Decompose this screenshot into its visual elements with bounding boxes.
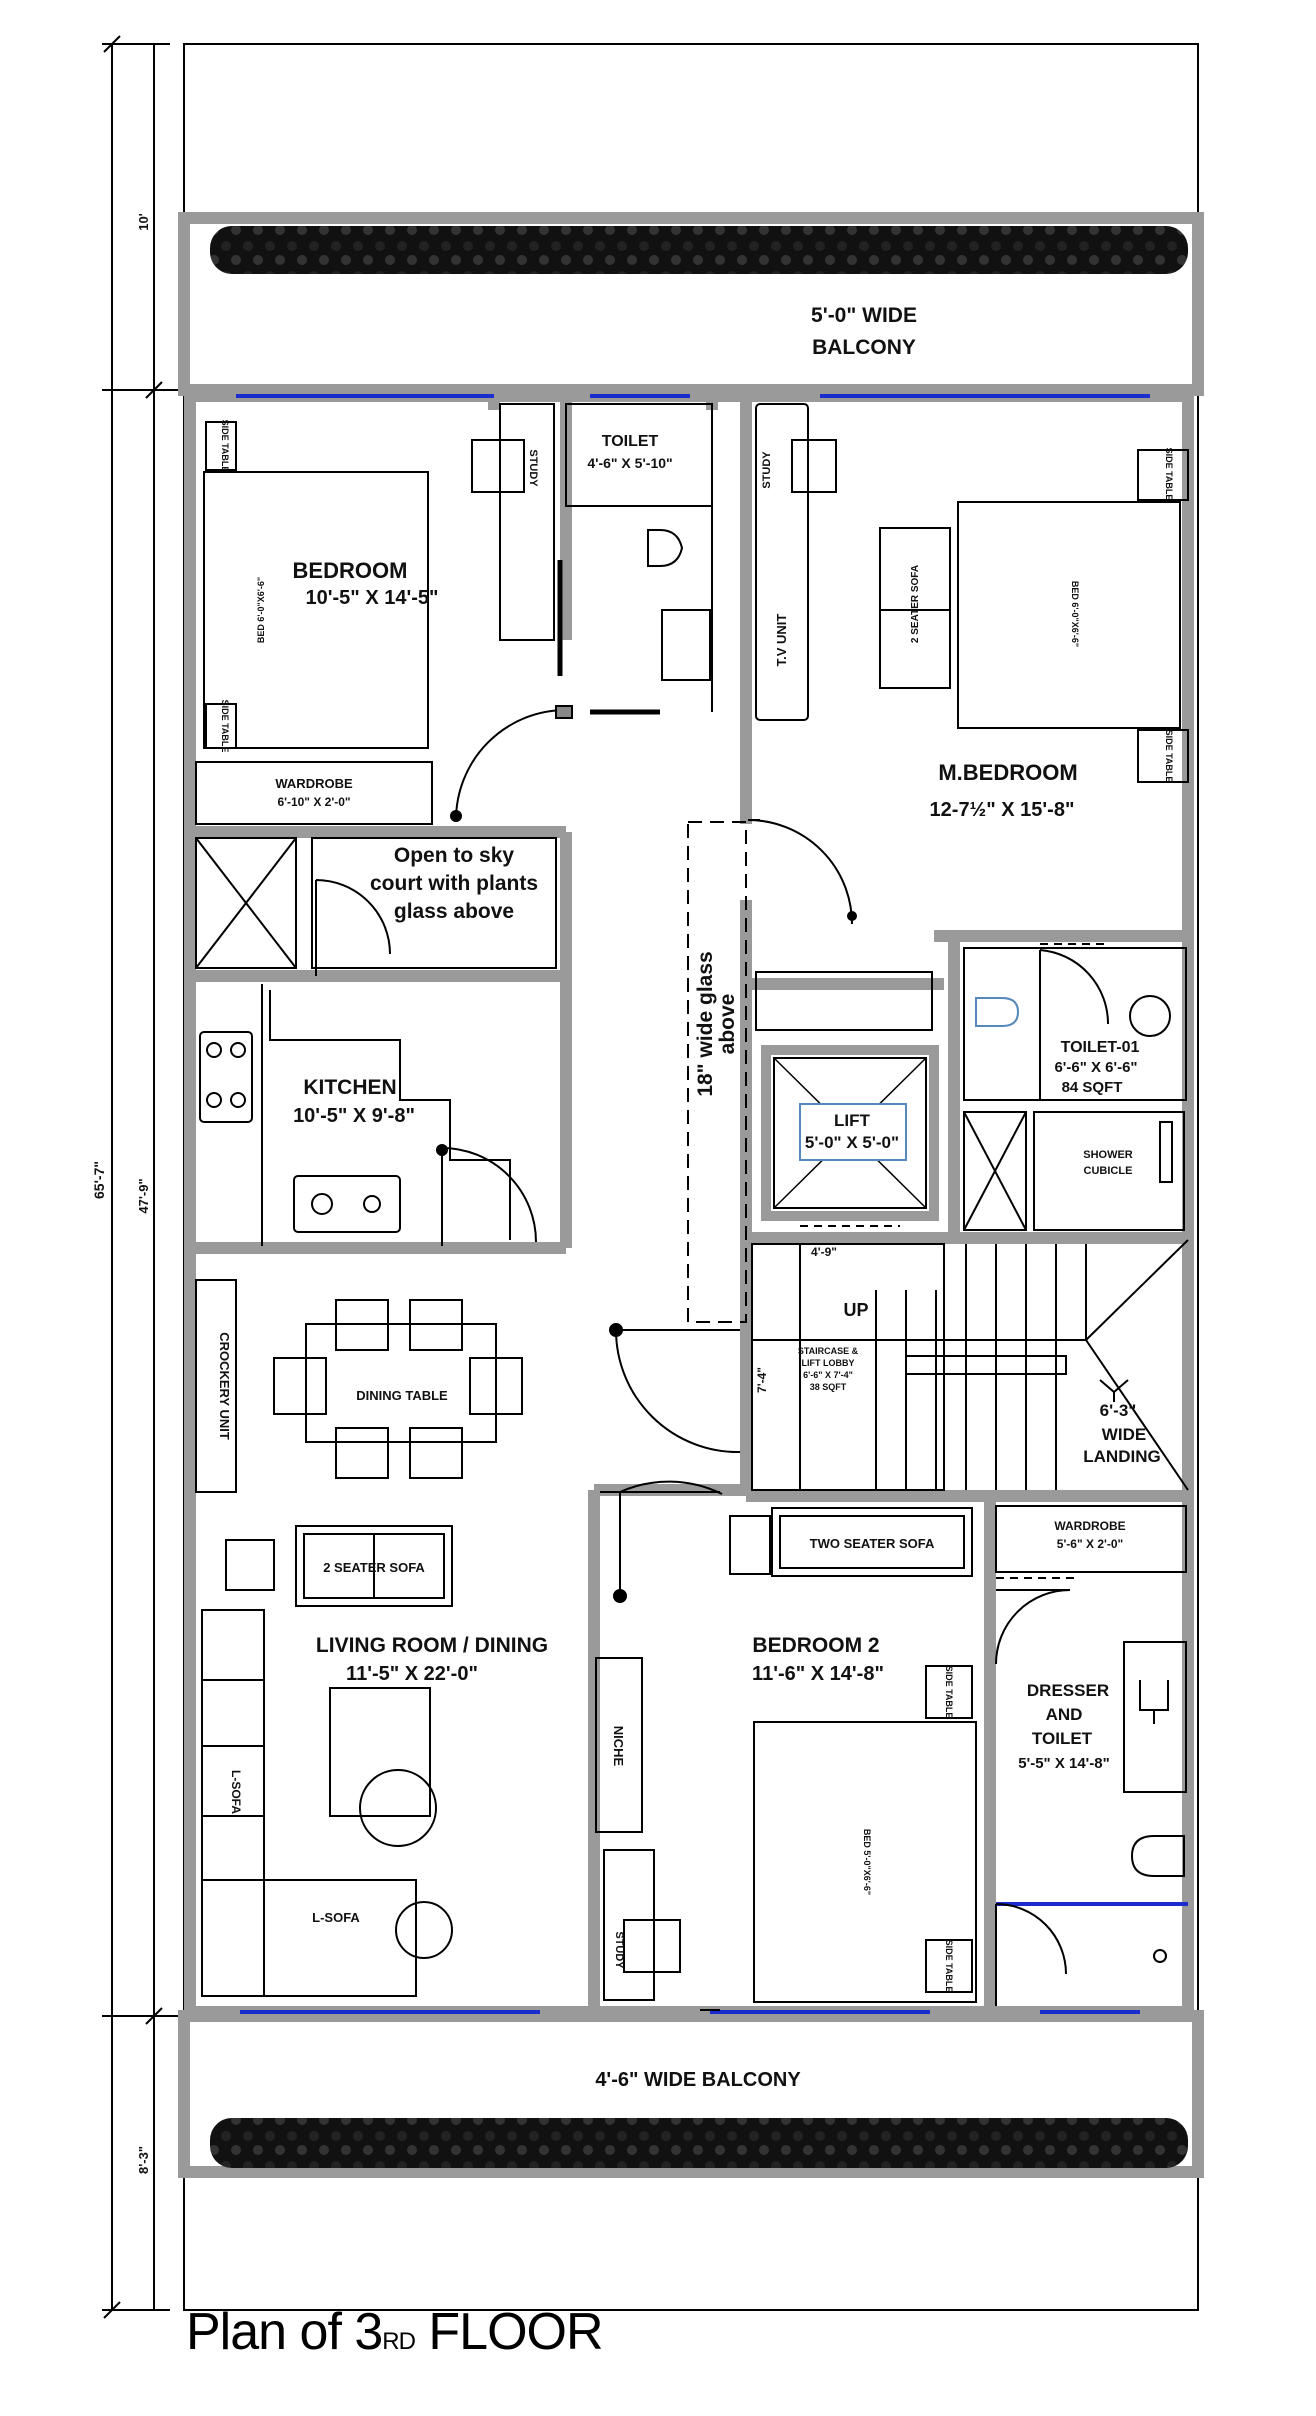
caption-prefix: Plan of 3 [186,2303,383,2361]
hedge-top [210,226,1188,274]
bed-size-2: BED 6'-0"X6'-6" [1070,581,1080,647]
stair-treads [799,1244,1087,1490]
mb-sofa-label: 2 SEATER SOFA [910,565,921,643]
dresser-2: AND [1046,1705,1083,1724]
kitchen-size: 10'-5" X 9'-8" [293,1105,415,1127]
front-dim: 10' [136,213,151,231]
caption-ordinal: RD [382,2328,416,2355]
mbed-size: 12-7½" X 15'-8" [930,799,1075,821]
overall-dim: 65'-7" [91,1161,107,1199]
toilet-size: 4'-6" X 5'-10" [587,455,672,471]
dimension-lines [102,35,190,2319]
rear-dim: 8'-3" [136,2146,151,2174]
bedroom-title: BEDROOM [293,558,408,583]
side-table-3: SIDE TABLE [1164,448,1174,501]
kitchen-title: KITCHEN [303,1076,396,1099]
crockery-label: CROCKERY UNIT [217,1332,232,1440]
stair-depth-dim: 7'-4" [755,1367,769,1393]
up-label: UP [843,1300,868,1320]
wardrobe-2-size: 5'-6" X 2'-0" [1057,1537,1123,1551]
dresser-4: 5'-5" X 14'-8" [1018,1755,1109,1772]
study-label-1: STUDY [527,449,539,487]
wardrobe-1-title: WARDROBE [275,776,353,791]
glass-strip-1: 18" wide glass [694,951,717,1096]
living-title: LIVING ROOM / DINING [316,1634,548,1657]
lift-size: 5'-0" X 5'-0" [805,1133,899,1152]
toilet-title: TOILET [602,433,659,450]
living-size: 11'-5" X 22'-0" [346,1663,478,1685]
stair-width-dim: 4'-9" [811,1245,837,1259]
room-labels: 65'-7" 10' 47'-9" 8'-3" 5'-0" WIDE BALCO… [91,213,1174,2174]
toilet01-title: TOILET-01 [1061,1039,1140,1056]
bed-size-3: BED 5'-0"X6'-6" [862,1829,872,1895]
sofa-2-label: 2 SEATER SOFA [323,1560,425,1575]
stair-label-2: LIFT LOBBY [802,1358,855,1368]
sofa-two-label: TWO SEATER SOFA [810,1536,935,1551]
shower-1: SHOWER [1083,1149,1133,1161]
side-table-4: SIDE TABLE [1164,730,1174,783]
l-sofa-label-vertical: L-SOFA [229,1770,243,1814]
balcony-bottom [178,2010,1204,2178]
glass-strip-2: above [716,994,739,1055]
dining-table-label: DINING TABLE [356,1388,448,1403]
wardrobe-2-title: WARDROBE [1054,1519,1125,1533]
toilet01-size: 6'-6" X 6'-6" [1054,1059,1137,1076]
tv-unit-label: T.V UNIT [774,614,789,667]
open-sky-3: glass above [394,900,514,923]
open-sky-1: Open to sky [394,844,515,867]
landing-3: LANDING [1083,1447,1160,1466]
mbed-title: M.BEDROOM [938,760,1077,785]
bed2-size: 11'-6" X 14'-8" [752,1663,884,1685]
dresser-3: TOILET [1032,1729,1093,1748]
balcony-top [178,212,1204,396]
caption-suffix: FLOOR [428,2303,603,2361]
hedge-bottom [210,2118,1188,2168]
stair-label-4: 38 SQFT [810,1382,847,1392]
toilet01-area: 84 SQFT [1062,1079,1123,1096]
balcony-top-line1: 5'-0" WIDE [811,304,917,327]
bedroom-size: 10'-5" X 14'-5" [306,587,439,609]
wardrobe-1-size: 6'-10" X 2'-0" [277,795,350,809]
side-table-6: SIDE TABLE [944,1940,954,1993]
main-dim: 47'-9" [136,1178,151,1213]
l-sofa-label: L-SOFA [312,1910,360,1925]
bed2-title: BEDROOM 2 [752,1634,879,1657]
side-table-2: SIDE TABLE [220,700,230,753]
side-table-1: SIDE TABLE [220,420,230,473]
stair-label-3: 6'-6" X 7'-4" [803,1370,853,1380]
niche-label: NICHE [611,1726,626,1767]
walls [184,390,1194,2018]
stair-label-1: STAIRCASE & [798,1346,859,1356]
bed-size-1: BED 6'-0"X6'-6" [256,577,266,643]
landing-1: 6'-3" [1100,1401,1137,1420]
landing-2: WIDE [1102,1425,1146,1444]
dresser-1: DRESSER [1027,1681,1109,1700]
study-label-2: STUDY [761,451,773,489]
lift-shaft [761,1045,939,1221]
balcony-top-line2: BALCONY [812,336,916,359]
windows [236,394,1188,2014]
open-sky-2: court with plants [370,872,538,895]
plan-caption: Plan of 3RD FLOOR [186,2302,604,2362]
furniture [195,403,1189,2011]
balcony-bottom-label: 4'-6" WIDE BALCONY [595,2069,801,2091]
side-table-5: SIDE TABLE [944,1666,954,1719]
study-label-3: STUDY [613,1931,625,1969]
lift-title: LIFT [834,1111,870,1130]
shower-2: CUBICLE [1084,1165,1133,1177]
